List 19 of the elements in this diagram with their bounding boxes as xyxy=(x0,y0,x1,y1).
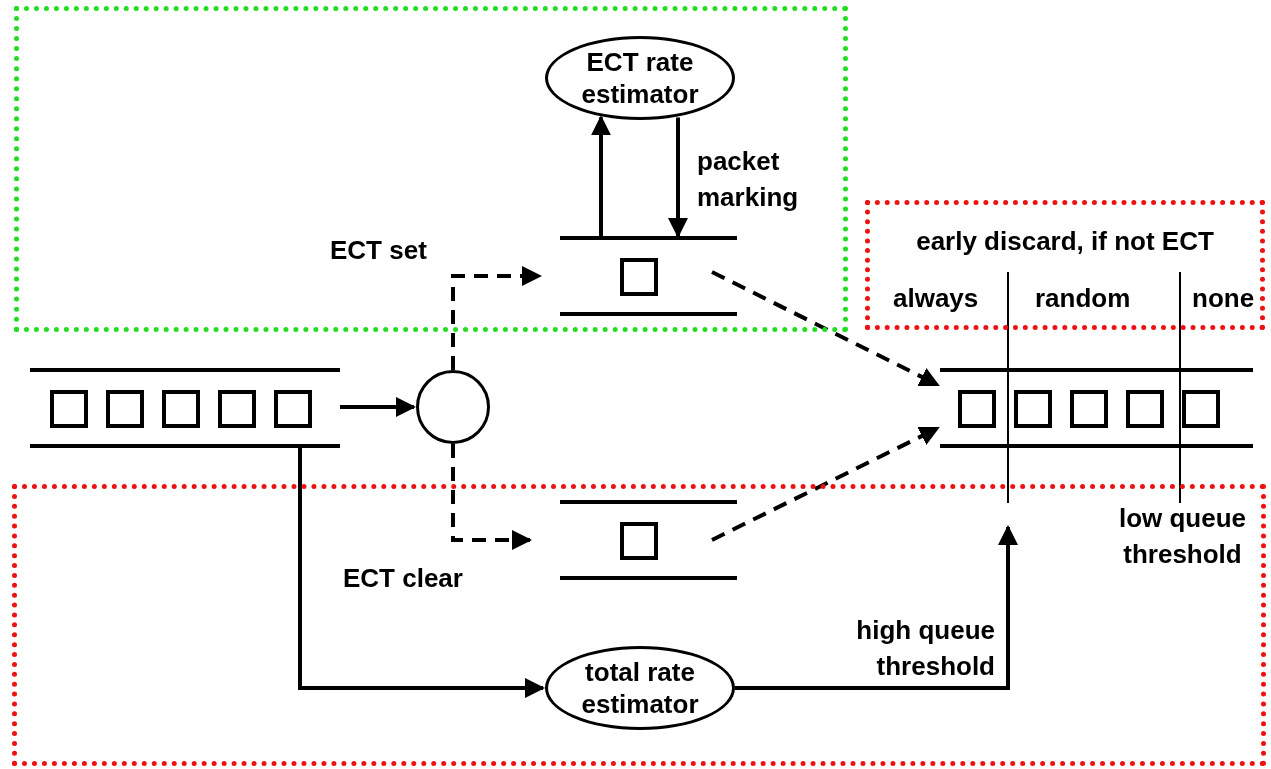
queue-buffer xyxy=(30,368,340,448)
estimator-ellipse: ECT rate estimator xyxy=(545,36,735,120)
zone-label: always xyxy=(893,282,979,315)
dotted-region xyxy=(865,200,1265,330)
queue-buffer xyxy=(560,236,737,316)
queue-buffer xyxy=(560,500,737,580)
estimator-ellipse: total rate estimator xyxy=(545,646,735,730)
arrow xyxy=(711,270,940,387)
arrow xyxy=(451,444,532,550)
heading-text: early discard, if not ECT xyxy=(915,225,1215,258)
zone-label: none xyxy=(1192,282,1255,315)
arrow xyxy=(711,426,940,542)
zone-label: random xyxy=(1035,282,1131,315)
arrow xyxy=(735,525,1018,690)
arrow xyxy=(298,448,545,698)
arrow xyxy=(340,397,416,417)
queue-buffer xyxy=(940,368,1253,448)
threshold-label: low queue threshold xyxy=(1117,502,1248,572)
arrow xyxy=(451,266,542,370)
